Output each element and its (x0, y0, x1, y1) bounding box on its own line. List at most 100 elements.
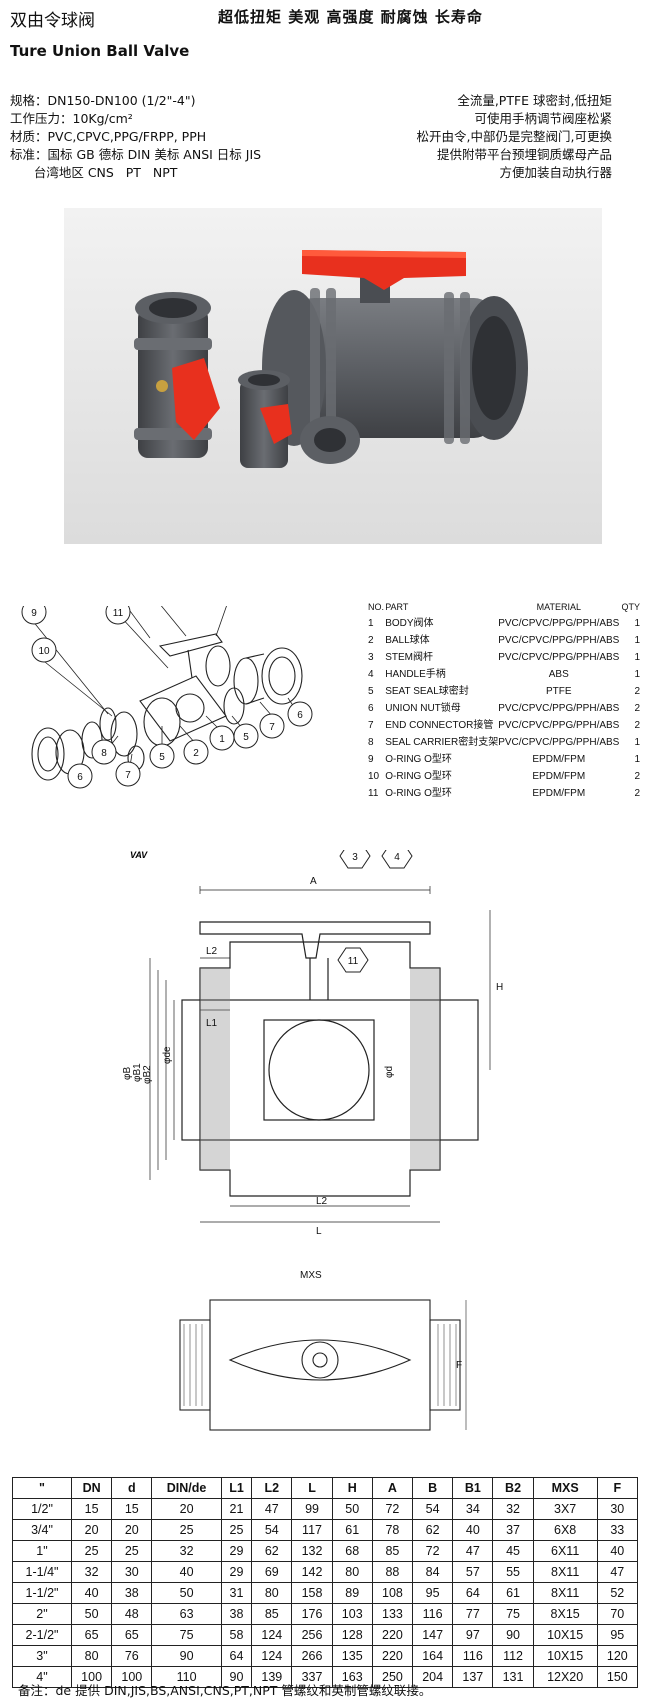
part-qty: 2 (634, 686, 640, 697)
dim-L: L (316, 1226, 322, 1237)
dim-de: φde (162, 1046, 173, 1064)
table-cell: 29 (220, 1561, 253, 1583)
dim-L2-bottom: L2 (316, 1196, 328, 1207)
part-qty: 2 (634, 788, 640, 799)
table-cell: 142 (291, 1561, 333, 1583)
dim-F: F (456, 1360, 462, 1371)
table-cell: 3X7 (532, 1498, 598, 1520)
dim-B1: φB1 (132, 1063, 143, 1082)
dims-header: F (596, 1477, 639, 1499)
table-cell: 34 (452, 1498, 494, 1520)
part-name: STEM阀杆 (385, 652, 433, 663)
union-nut (300, 416, 360, 464)
part-name: SEAT SEAL球密封 (385, 686, 469, 697)
table-cell: 147 (412, 1624, 454, 1646)
part-no: 7 (368, 720, 374, 731)
dim-L2: L2 (206, 946, 218, 957)
large-valve (262, 250, 528, 448)
part-qty: 2 (634, 703, 640, 714)
table-cell: 72 (412, 1540, 454, 1562)
table-cell: 75 (492, 1603, 534, 1625)
part-material: PVC/CPVC/PPG/PPH/ABS (498, 737, 620, 748)
table-cell: 62 (412, 1519, 454, 1541)
exploded-callout: 9 (31, 608, 37, 619)
part-name: HANDLE手柄 (385, 669, 446, 680)
table-cell: 65 (70, 1624, 113, 1646)
part-name: BODY阀体 (385, 618, 434, 629)
part-no: 1 (368, 618, 374, 629)
feature-list: 全流量,PTFE 球密封,低扭矩 可使用手柄调节阀座松紧 松开由令,中部仍是完整… (417, 92, 612, 182)
table-cell: 139 (251, 1666, 293, 1688)
table-cell: 124 (251, 1624, 293, 1646)
part-name: UNION NUT锁母 (385, 703, 461, 714)
part-qty: 2 (634, 771, 640, 782)
table-cell: 266 (291, 1645, 333, 1667)
part-qty: 1 (634, 635, 640, 646)
exploded-callout: 6 (297, 710, 303, 721)
part-material: EPDM/FPM (532, 754, 586, 765)
table-cell: 40 (70, 1582, 113, 1604)
table-cell: 120 (596, 1645, 639, 1667)
table-cell: 29 (220, 1540, 253, 1562)
table-cell: 8X11 (532, 1561, 598, 1583)
exploded-callout: 7 (125, 770, 131, 781)
spec-standard: 标准：国标 GB 德标 DIN 美标 ANSI 日标 JIS (10, 147, 262, 162)
section-callout: 3 (352, 852, 358, 863)
parts-header-no: NO. (368, 602, 385, 612)
table-cell: 50 (331, 1498, 373, 1520)
table-cell: 70 (596, 1603, 639, 1625)
table-cell: 20 (111, 1519, 153, 1541)
section-drawing: VAV A H L L1 L2 L2 φB φB1 φB2 φde φd (122, 850, 503, 1237)
table-cell: 256 (291, 1624, 333, 1646)
table-cell: 78 (371, 1519, 414, 1541)
table-cell: 90 (220, 1666, 253, 1688)
table-cell: 124 (251, 1645, 293, 1667)
part-material: PVC/CPVC/PPG/PPH/ABS (498, 618, 620, 629)
table-cell: 8X11 (532, 1582, 598, 1604)
table-cell: 61 (492, 1582, 534, 1604)
dim-MXS: MXS (300, 1270, 322, 1281)
dims-header: DN (70, 1477, 113, 1499)
table-cell: 220 (371, 1645, 414, 1667)
table-cell: 32 (151, 1540, 222, 1562)
table-cell: 85 (371, 1540, 414, 1562)
dims-header: H (331, 1477, 373, 1499)
table-cell: 117 (291, 1519, 333, 1541)
table-cell: 220 (371, 1624, 414, 1646)
part-qty: 1 (634, 754, 640, 765)
table-cell: 50 (151, 1582, 222, 1604)
table-cell: 1-1/4" (12, 1561, 72, 1583)
part-no: 9 (368, 754, 374, 765)
dims-header: B (412, 1477, 454, 1499)
table-cell: 10X15 (532, 1645, 598, 1667)
exploded-callout: 7 (269, 722, 275, 733)
feature-4: 提供附带平台预埋铜质螺母产品 (436, 147, 612, 162)
part-no: 2 (368, 635, 374, 646)
table-cell: 25 (151, 1519, 222, 1541)
spec-material: 材质：PVC,CPVC,PPG/FRPP, PPH (10, 129, 207, 144)
exploded-callout: 6 (77, 772, 83, 783)
table-cell: 95 (596, 1624, 639, 1646)
table-cell: 103 (331, 1603, 373, 1625)
table-cell: 54 (412, 1498, 454, 1520)
exploded-callout: 10 (38, 646, 50, 657)
table-cell: 76 (111, 1645, 153, 1667)
brand-mark: VAV (130, 850, 148, 860)
table-cell: 10X15 (532, 1624, 598, 1646)
table-cell: 58 (220, 1624, 253, 1646)
part-no: 10 (368, 771, 380, 782)
table-cell: 47 (452, 1540, 494, 1562)
exploded-callout: 8 (101, 748, 107, 759)
dims-header: B1 (452, 1477, 494, 1499)
